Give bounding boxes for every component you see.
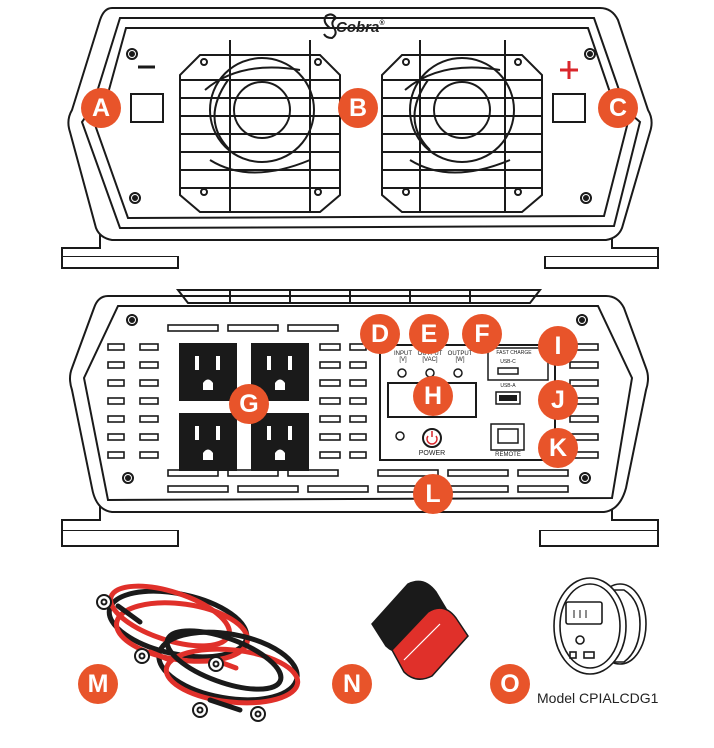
- led-output-label: OUTPUT [VAC]: [416, 351, 444, 363]
- callout-n: N: [332, 664, 372, 704]
- led-output2-text: OUTPUT: [447, 351, 473, 357]
- control-panel: [379, 344, 556, 461]
- callout-l: L: [413, 474, 453, 514]
- fast-charge-label: FAST CHARGE: [496, 350, 532, 356]
- callout-h: H: [413, 376, 453, 416]
- callout-f: F: [462, 314, 502, 354]
- callout-i: I: [538, 326, 578, 366]
- battery-cables: [96, 583, 301, 722]
- led-input-unit: [V]: [399, 357, 407, 363]
- callout-a: A: [81, 88, 121, 128]
- power-label: POWER: [418, 450, 446, 457]
- led-output-text: OUTPUT: [417, 351, 443, 357]
- remote-model-label: Model CPIALCDG1: [537, 690, 659, 706]
- remote-label: REMOTE: [495, 452, 521, 458]
- callout-m: M: [78, 664, 118, 704]
- callout-o: O: [490, 664, 530, 704]
- callout-d: D: [360, 314, 400, 354]
- terminal-covers: [371, 580, 469, 680]
- callout-c: C: [598, 88, 638, 128]
- registered-mark: ®: [379, 20, 385, 27]
- callout-g: G: [229, 384, 269, 424]
- callout-b: B: [338, 88, 378, 128]
- led-input-label: INPUT [V]: [392, 351, 414, 363]
- led-output2-label: OUTPUT [W]: [446, 351, 474, 363]
- led-output2-unit: [W]: [455, 357, 465, 363]
- brand-logo-text: Cobra: [336, 19, 380, 36]
- brand-logo: Cobra®: [336, 20, 385, 35]
- fan-left: [179, 40, 341, 213]
- ac-end-panel: [61, 289, 659, 547]
- led-output-unit: [VAC]: [422, 357, 438, 363]
- usb-c-label: USB-C: [500, 359, 516, 365]
- callout-k: K: [538, 428, 578, 468]
- dc-end-panel: [61, 7, 659, 269]
- callout-j: J: [538, 380, 578, 420]
- led-input-text: INPUT: [394, 351, 412, 357]
- remote-control-display: [553, 577, 647, 675]
- usb-a-label: USB-A: [500, 383, 516, 389]
- callout-e: E: [409, 314, 449, 354]
- positive-symbol: [560, 61, 578, 79]
- fan-right: [381, 40, 543, 213]
- cobra-logo-icon: [323, 13, 338, 40]
